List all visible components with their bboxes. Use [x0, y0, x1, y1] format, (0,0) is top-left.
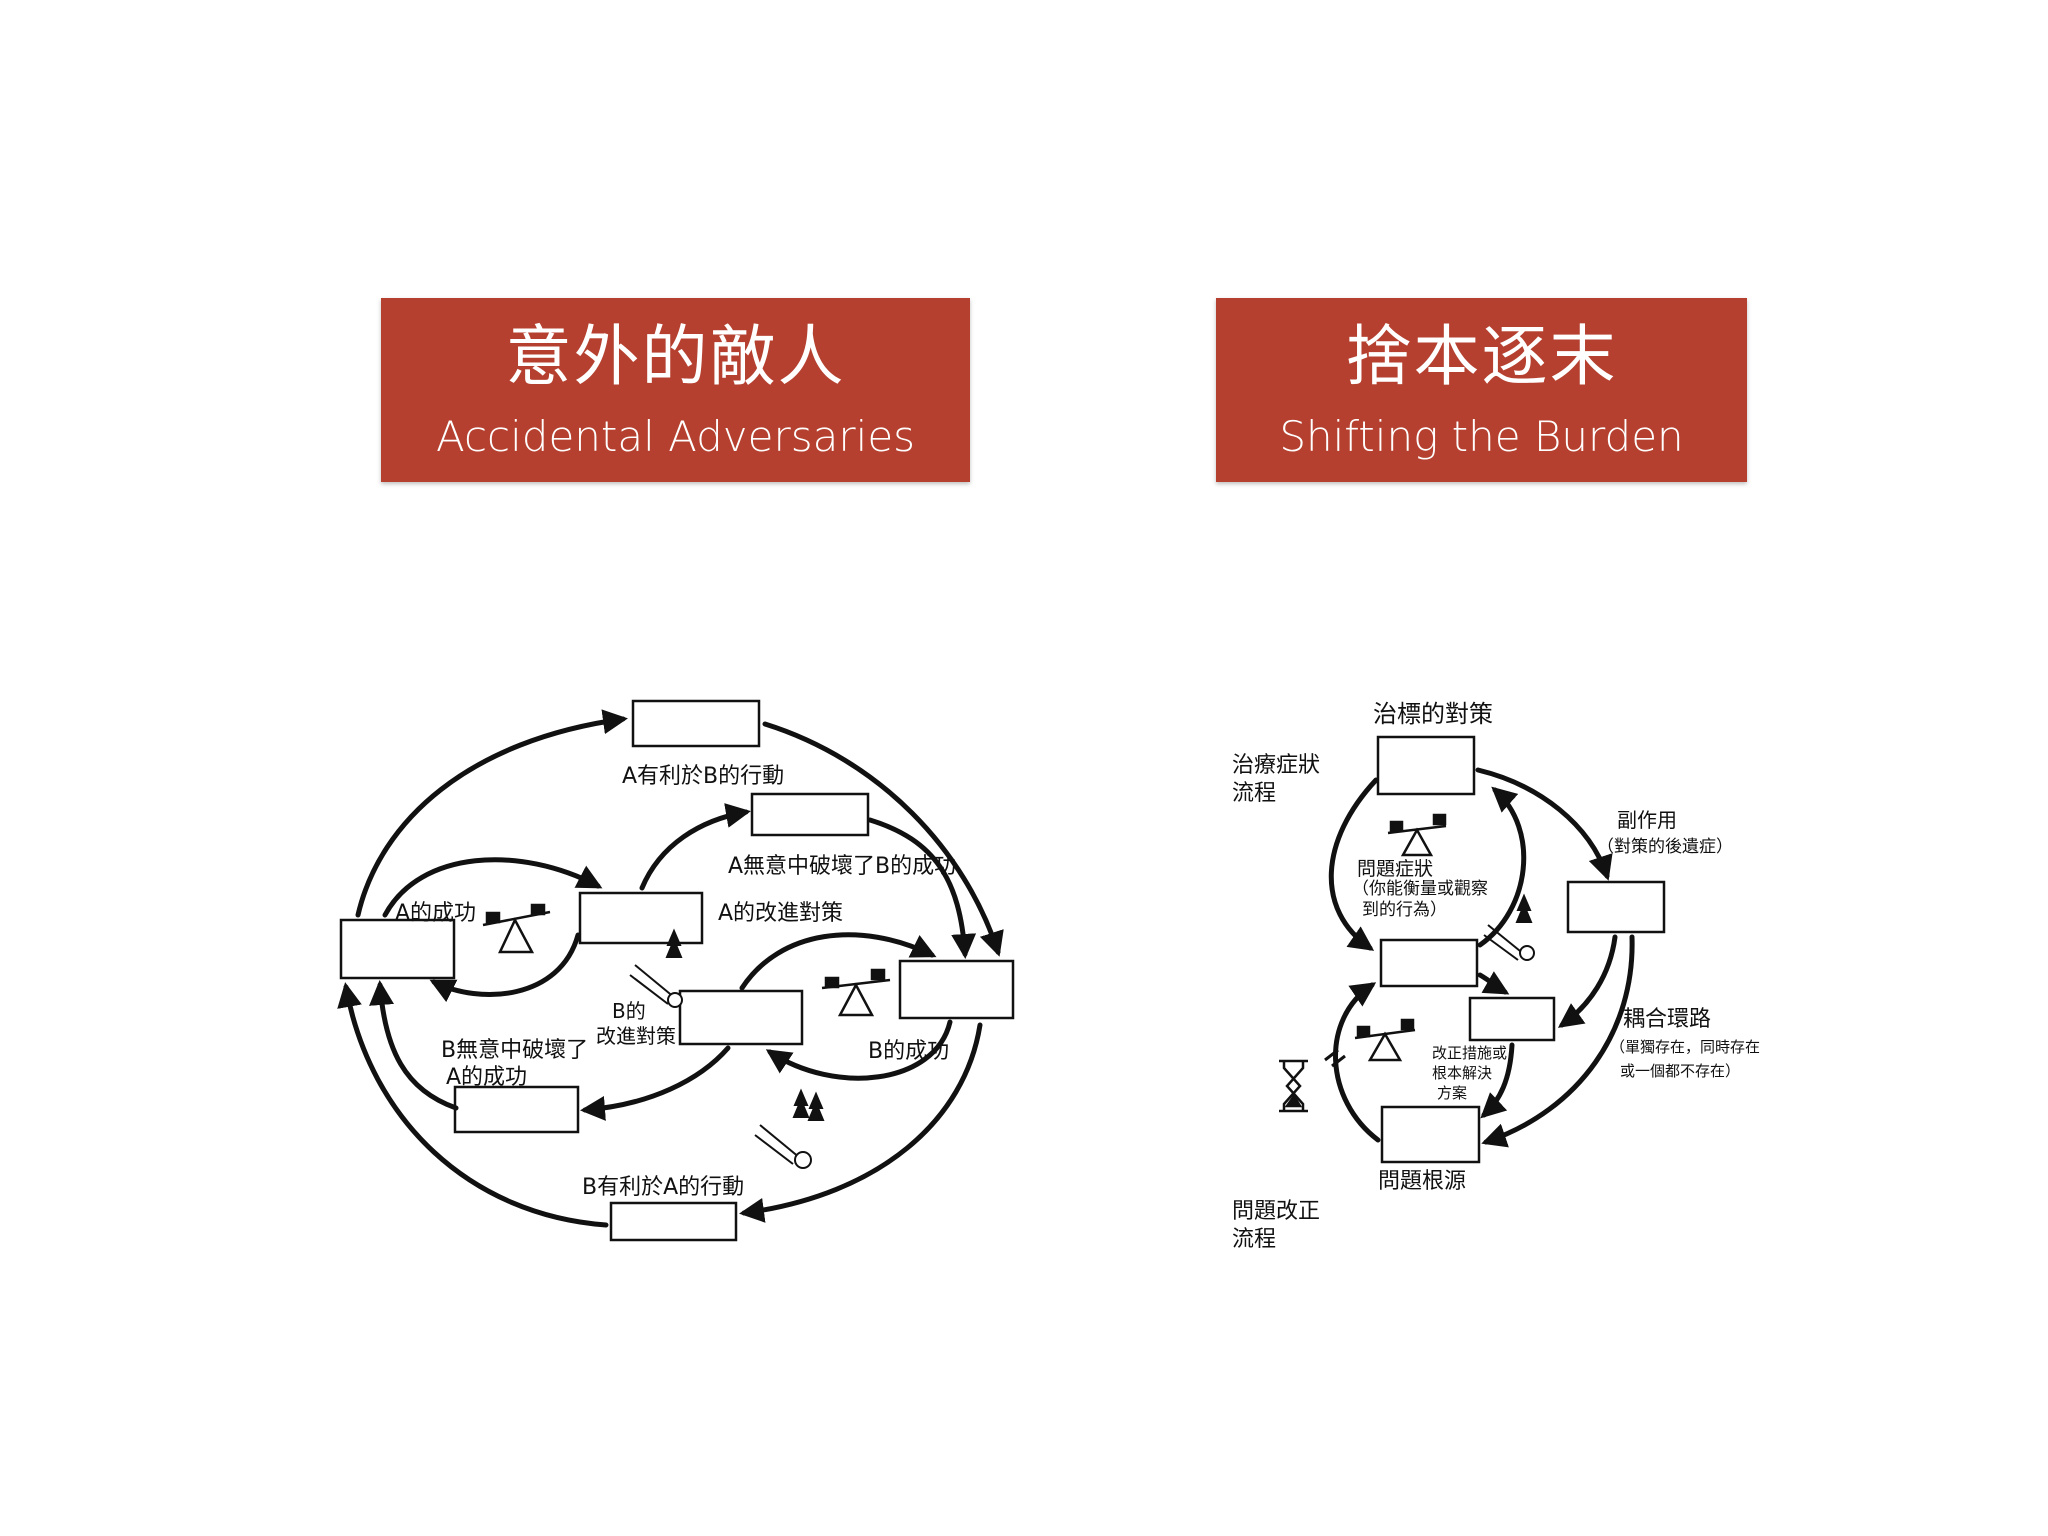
- box-symptomatic-solution: [1376, 735, 1476, 796]
- label-side-effect-line2: （對策的後遺症）: [1597, 837, 1733, 857]
- label-problem-symptom-line1: 問題症狀: [1357, 858, 1433, 880]
- label-fundamental-line2: 根本解決: [1432, 1064, 1492, 1082]
- label-symptom-process-line1: 治療症狀: [1232, 753, 1320, 778]
- arrow-b-undermines-a-to-a-success: [369, 980, 459, 1111]
- arrow-a-corrective-to-a-undermines-b: [639, 803, 751, 891]
- arrow-a-corrective-to-a-success: [429, 932, 581, 1003]
- label-correction-process-line2: 流程: [1232, 1227, 1276, 1252]
- box-b-success: [898, 959, 1015, 1020]
- label-b-corrective-line1: B的: [612, 999, 646, 1023]
- label-b-corrective-line2: 改進對策: [596, 1024, 676, 1048]
- delay-marks: [1324, 1048, 1346, 1068]
- label-a-helps-b: A有利於B的行動: [622, 764, 784, 789]
- box-a-corrective: [578, 891, 704, 945]
- label-a-undermines-b: A無意中破壞了B的成功: [728, 854, 956, 879]
- balance-icon: [1354, 1018, 1416, 1062]
- arrow-b-success-to-b-helps-a: [739, 1022, 983, 1223]
- box-a-success: [339, 918, 456, 980]
- card-title-en: Shifting the Burden: [1279, 412, 1684, 461]
- title-card-accidental-adversaries: 意外的敵人 Accidental Adversaries: [381, 298, 970, 482]
- label-side-effect-line1: 副作用: [1617, 808, 1677, 832]
- label-a-success: A的成功: [395, 901, 476, 926]
- box-b-undermines-a: [453, 1085, 580, 1134]
- balance-icon: [482, 903, 551, 954]
- arrow-fundamental-to-root-cause: [1480, 1042, 1515, 1119]
- box-a-helps-b: [631, 699, 761, 748]
- label-fundamental-line1: 改正措施或: [1432, 1044, 1507, 1062]
- arrow-root-cause-to-symptom: [1333, 982, 1381, 1143]
- card-title-en: Accidental Adversaries: [435, 412, 916, 461]
- arrow-a-undermines-b-to-b-success: [867, 817, 977, 959]
- box-problem-symptom: [1379, 938, 1479, 988]
- title-card-shifting-the-burden: 捨本逐末 Shifting the Burden: [1216, 298, 1747, 482]
- arrow-side-effect-to-fundamental: [1557, 934, 1618, 1028]
- accidental-adversaries-diagram: [337, 699, 1015, 1242]
- label-b-undermines-a-line1: B無意中破壞了: [441, 1038, 588, 1063]
- label-b-success: B的成功: [868, 1039, 949, 1064]
- label-b-helps-a: B有利於A的行動: [582, 1175, 744, 1200]
- arrow-symptom-to-fundamental: [1477, 971, 1510, 995]
- label-b-undermines-a-line2: A的成功: [446, 1065, 527, 1090]
- arrow-solution-to-symptom: [1328, 777, 1379, 951]
- card-title-cn: 捨本逐末: [1345, 318, 1618, 395]
- label-problem-symptom-line2: （你能衡量或觀察: [1352, 879, 1488, 899]
- box-b-helps-a: [609, 1201, 738, 1242]
- arrow-a-success-to-a-corrective: [382, 857, 603, 918]
- arrow-b-corrective-to-b-success: [739, 932, 937, 991]
- box-fundamental-solution: [1468, 996, 1556, 1042]
- label-root-cause: 問題根源: [1378, 1169, 1466, 1194]
- balance-icon: [821, 968, 891, 1017]
- balance-icon: [1387, 813, 1447, 857]
- delay-hourglass-icon: [1279, 1059, 1308, 1113]
- label-coupled-loop-line2: （單獨存在，同時存在: [1610, 1038, 1760, 1056]
- shifting-the-burden-diagram: [1328, 735, 1666, 1164]
- arrow-b-helps-a-to-a-success: [337, 982, 609, 1228]
- box-root-cause: [1380, 1105, 1481, 1164]
- rolling-ball-tree-icon: [754, 1088, 825, 1169]
- arrow-a-success-to-a-helps-b: [355, 709, 628, 918]
- box-b-corrective: [678, 989, 804, 1046]
- box-side-effect: [1566, 880, 1666, 934]
- label-fundamental-line3: 方案: [1437, 1084, 1467, 1102]
- card-title-cn: 意外的敵人: [505, 318, 846, 395]
- box-a-undermines-b: [750, 792, 870, 837]
- rolling-ball-tree-icon: [629, 928, 683, 1008]
- arrow-a-helps-b-to-b-success: [762, 721, 1004, 957]
- label-a-corrective: A的改進對策: [718, 901, 843, 926]
- arrow-side-effect-to-root-cause: [1481, 934, 1635, 1148]
- arrow-b-corrective-to-b-undermines-a: [580, 1045, 731, 1121]
- label-coupled-loop-line3: 或一個都不存在）: [1620, 1062, 1740, 1080]
- label-problem-symptom-line3: 到的行為）: [1362, 900, 1447, 920]
- label-correction-process-line1: 問題改正: [1232, 1199, 1320, 1224]
- arrow-symptom-to-solution: [1477, 786, 1527, 948]
- rolling-ball-tree-icon: [1483, 893, 1535, 961]
- label-symptom-process-line2: 流程: [1232, 781, 1276, 806]
- arrow-b-success-to-b-corrective: [765, 1019, 953, 1081]
- arrow-solution-to-side-effect: [1475, 767, 1613, 881]
- label-coupled-loop-line1: 耦合環路: [1623, 1007, 1711, 1032]
- label-symptomatic-solution: 治標的對策: [1373, 700, 1493, 728]
